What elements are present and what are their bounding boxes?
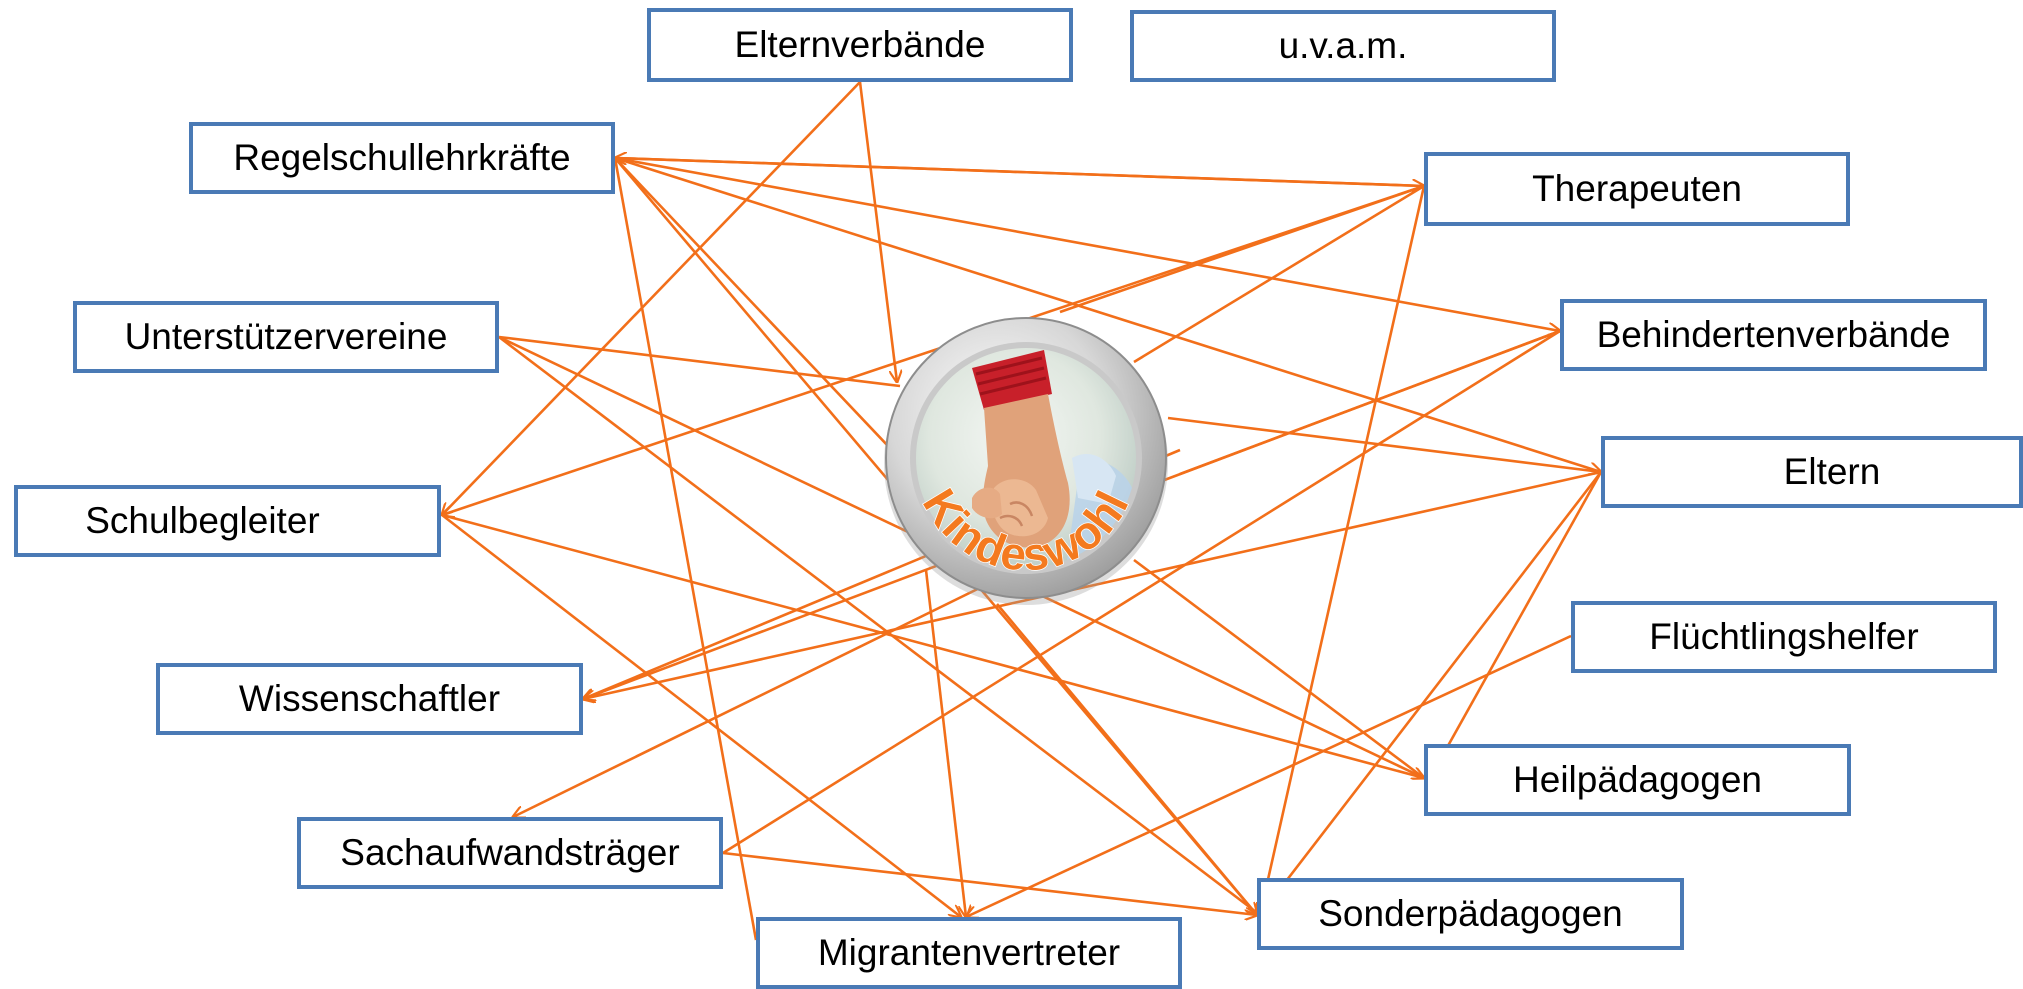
connection-arrow bbox=[613, 157, 758, 941]
connection-arrow bbox=[583, 470, 1602, 699]
connection-arrow bbox=[441, 513, 1425, 780]
node-regelschullehrkraefte: Regelschullehrkräfte bbox=[189, 122, 615, 194]
node-therapeuten: Therapeuten bbox=[1424, 152, 1850, 226]
connection-arrow bbox=[924, 569, 966, 917]
connection-arrow bbox=[722, 851, 1257, 915]
node-unterstuetzervereine: Unterstützervereine bbox=[73, 301, 499, 373]
connection-arrow bbox=[1260, 471, 1603, 915]
connection-arrow bbox=[614, 157, 908, 467]
connection-arrow bbox=[498, 335, 901, 388]
connection-arrow bbox=[615, 158, 1425, 188]
node-heilpaedagogen: Heilpädagogen bbox=[1424, 744, 1851, 816]
hub-badge bbox=[884, 317, 1168, 605]
connection-arrow bbox=[498, 335, 1260, 915]
connection-arrow bbox=[1133, 184, 1425, 364]
node-eltern: Eltern bbox=[1601, 436, 2023, 508]
node-wissenschaftler: Wissenschaftler bbox=[156, 663, 583, 735]
connection-arrow bbox=[614, 156, 1560, 331]
connection-arrow bbox=[966, 634, 1572, 917]
hands-image bbox=[972, 350, 1136, 568]
node-uvam: u.v.a.m. bbox=[1130, 10, 1556, 82]
connection-arrow bbox=[441, 513, 961, 917]
connection-arrow bbox=[858, 81, 897, 382]
kindeswohl-hub: Kindeswohl bbox=[876, 308, 1176, 608]
connection-arrow bbox=[1133, 558, 1425, 780]
connection-arrow bbox=[442, 81, 861, 515]
node-elternverbaende: Elternverbände bbox=[647, 8, 1073, 82]
node-sachaufwandstraeger: Sachaufwandsträger bbox=[297, 817, 723, 889]
connection-arrow bbox=[1430, 471, 1603, 778]
connection-arrow bbox=[1260, 185, 1426, 915]
connection-arrow bbox=[722, 329, 1561, 855]
node-schulbegleiter: Schulbegleiter bbox=[14, 485, 441, 557]
node-behindertenverbaende: Behindertenverbände bbox=[1560, 299, 1987, 371]
node-fluechtlingshelfer: Flüchtlingshelfer bbox=[1571, 601, 1997, 673]
connection-arrow bbox=[442, 184, 1425, 515]
node-migrantenvertreter: Migrantenvertreter bbox=[756, 917, 1182, 989]
connection-arrow bbox=[1167, 416, 1602, 474]
connection-arrow bbox=[614, 156, 1601, 472]
connection-arrow bbox=[996, 603, 1257, 915]
node-sonderpaedagogen: Sonderpädagogen bbox=[1257, 878, 1684, 950]
connection-arrow bbox=[513, 576, 1001, 817]
